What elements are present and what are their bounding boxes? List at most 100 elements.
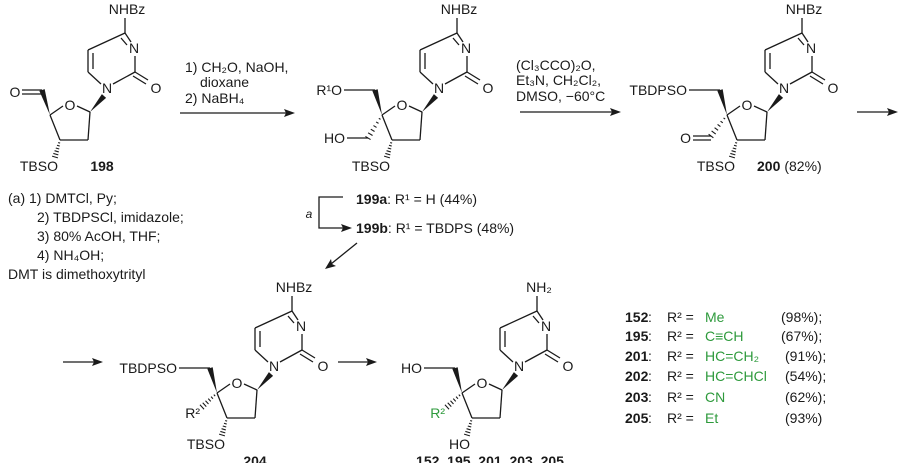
- bond: [764, 71, 779, 85]
- footnote-line: 3) 80% AcOH, THF;: [37, 228, 160, 244]
- hash-mark: [732, 147, 737, 150]
- aldehyde-oxygen: O: [10, 84, 21, 100]
- footnote-line: 4) NH₄OH;: [37, 247, 104, 263]
- hash-mark: [733, 144, 737, 147]
- arrowhead-icon: [92, 358, 103, 366]
- hash-mark: [53, 152, 59, 156]
- bond: [726, 114, 738, 141]
- yield: (54%);: [785, 368, 826, 384]
- bond: [444, 71, 468, 85]
- result-row: 205:R² =Et(93%): [625, 410, 822, 426]
- hash-mark: [225, 420, 228, 422]
- amino-group: NHBz: [786, 1, 823, 17]
- entry-199a: 199a: R¹ = H (44%): [356, 191, 477, 207]
- bond: [254, 349, 269, 363]
- wedge-bond: [372, 89, 382, 115]
- ring-nitrogen-n3: N: [461, 40, 471, 56]
- r2-label: R² =: [667, 348, 694, 364]
- wedge-bond: [257, 372, 274, 390]
- r2-value: C≡CH: [705, 328, 744, 344]
- hash-mark: [388, 144, 392, 147]
- bond: [87, 71, 102, 85]
- colon: :: [648, 309, 652, 325]
- hash-mark: [468, 422, 472, 425]
- r2-value: HC=CHCl: [705, 368, 767, 384]
- bond: [49, 105, 64, 116]
- branch-bracket: [318, 196, 344, 229]
- arrowhead-icon: [366, 358, 377, 366]
- wedge-bond: [717, 89, 727, 115]
- hash-mark: [378, 117, 381, 120]
- ring-nitrogen-n3: N: [296, 318, 306, 334]
- footnote-line: (a) 1) DMTCl, Py;: [8, 190, 117, 206]
- bond: [279, 349, 303, 363]
- colon: :: [648, 389, 652, 405]
- step2-line: (Cl₃CCO)₂O,: [516, 57, 596, 73]
- hash-mark: [375, 121, 379, 124]
- bond: [76, 105, 91, 113]
- bond: [789, 71, 813, 85]
- hash-mark: [55, 147, 60, 150]
- hash-mark: [383, 155, 391, 159]
- hash-mark: [714, 127, 719, 131]
- hash-mark: [444, 404, 450, 410]
- c5-substituent: TBDPSO: [629, 82, 687, 98]
- c5-substituent: R¹O: [316, 82, 342, 98]
- branch-199: a 199a: R¹ = H (44%) 199b: R¹ = TBDPS (4…: [306, 191, 514, 269]
- bond: [764, 111, 768, 141]
- arrowhead-icon: [284, 109, 295, 117]
- bond: [764, 32, 803, 51]
- hash-mark: [452, 398, 457, 402]
- yield: (98%);: [781, 309, 822, 325]
- step2-conditions: (Cl₃CCO)₂O, Et₃N, CH₂Cl₂, DMSO, −60°C: [516, 57, 621, 116]
- bond: [87, 111, 91, 141]
- hash-mark: [202, 402, 207, 407]
- compound-number: 195: [625, 328, 649, 344]
- footnote-line: DMT is dimethoxytrityl: [8, 266, 145, 282]
- bond: [524, 349, 548, 363]
- hash-mark: [711, 130, 717, 135]
- bond: [132, 75, 147, 85]
- sugar-ring-oxygen: O: [397, 97, 408, 113]
- bond: [726, 105, 741, 116]
- hashed-bond: [51, 142, 61, 159]
- hash-mark: [390, 142, 393, 144]
- yield: (93%): [785, 410, 822, 426]
- hash-mark: [213, 394, 216, 397]
- hash-mark: [728, 155, 736, 159]
- bond: [499, 310, 538, 329]
- arrowhead-icon: [610, 108, 621, 116]
- hash-mark: [450, 400, 454, 405]
- aldehyde-oxygen: O: [680, 130, 691, 146]
- hash-mark: [470, 420, 473, 422]
- compound-label-final: 152, 195, 201, 203, 205: [416, 453, 564, 463]
- bond: [466, 71, 481, 81]
- ring-nitrogen-n1: N: [514, 358, 524, 374]
- colon: :: [648, 328, 652, 344]
- c5-substituent: TBDPSO: [119, 360, 177, 376]
- r2-label: R² =: [667, 328, 694, 344]
- wedge-bond: [502, 372, 519, 390]
- hash-mark: [221, 428, 226, 431]
- wedge-bond: [207, 367, 217, 393]
- arrowhead-icon: [887, 108, 898, 116]
- arrowhead-icon: [325, 259, 336, 269]
- carbonyl-oxygen: O: [563, 358, 574, 374]
- r2-substituent: R²: [185, 405, 200, 421]
- colon: :: [648, 348, 652, 364]
- r2-value: Et: [705, 410, 718, 426]
- entry-text: : R¹ = H (44%): [387, 191, 477, 207]
- bond: [419, 111, 423, 141]
- entry-text: : R¹ = TBDPS (48%): [388, 220, 514, 236]
- bond: [488, 383, 503, 391]
- wedge-bond: [422, 94, 439, 112]
- bond: [419, 71, 434, 85]
- bond: [452, 37, 460, 46]
- o3-substituent: TBSO: [187, 436, 225, 452]
- reaction-arrow: [330, 242, 358, 265]
- bond: [801, 32, 809, 43]
